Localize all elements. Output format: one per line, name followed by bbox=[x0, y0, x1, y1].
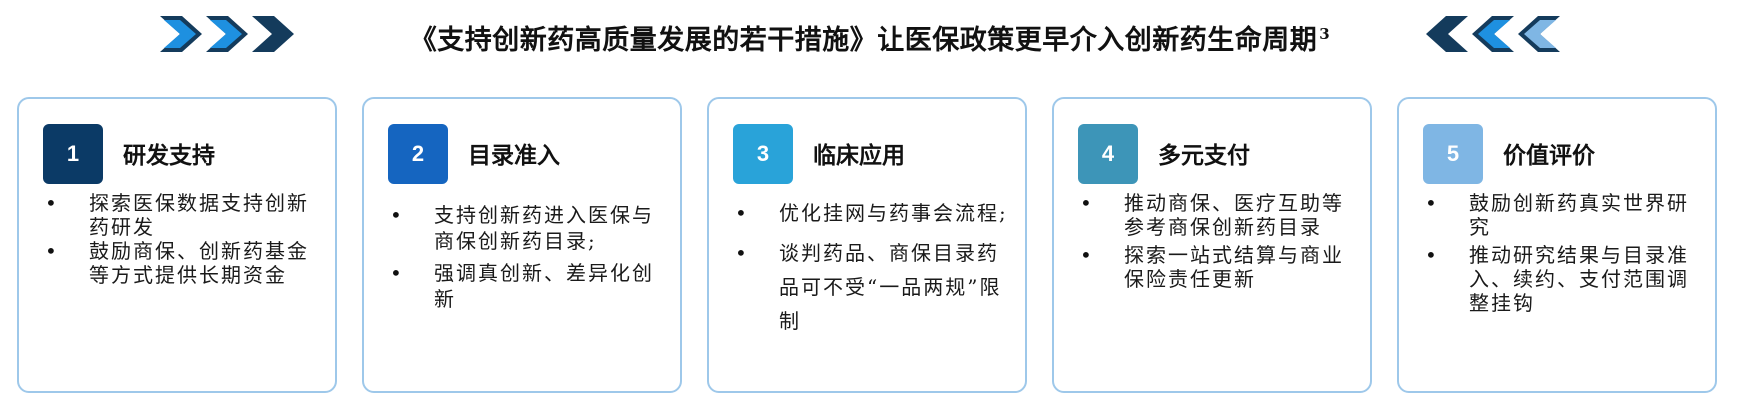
bullet-item: 推动商保、医疗互助等参考商保创新药目录 bbox=[1078, 191, 1354, 239]
step-title: 临床应用 bbox=[813, 142, 905, 169]
footnote-marker: 3 bbox=[1319, 25, 1331, 43]
bullet-item: 谈判药品、商保目录药品可不受“一品两规”限制 bbox=[733, 236, 1009, 338]
bullet-item: 鼓励商保、创新药基金等方式提供长期资金 bbox=[43, 239, 319, 287]
chevron-right-icon bbox=[164, 20, 196, 48]
chevron-right-icon bbox=[252, 16, 294, 52]
step-number-badge: 2 bbox=[388, 124, 448, 184]
chevron-left-icons bbox=[1426, 16, 1560, 52]
chevron-left-icon bbox=[1478, 20, 1510, 48]
step-number-badge: 5 bbox=[1423, 124, 1483, 184]
chevron-left-icon bbox=[1426, 16, 1468, 52]
step-card-catalog-access: 2 目录准入 支持创新药进入医保与商保创新药目录; 强调真创新、差异化创新 bbox=[362, 97, 682, 393]
bullet-item: 探索一站式结算与商业保险责任更新 bbox=[1078, 243, 1354, 291]
bullet-list: 支持创新药进入医保与商保创新药目录; 强调真创新、差异化创新 bbox=[388, 202, 664, 312]
bullet-item: 鼓励创新药真实世界研究 bbox=[1423, 191, 1699, 239]
step-title: 研发支持 bbox=[123, 142, 215, 169]
bullet-list: 鼓励创新药真实世界研究 推动研究结果与目录准入、续约、支付范围调整挂钩 bbox=[1423, 191, 1699, 315]
step-title: 多元支付 bbox=[1158, 142, 1250, 169]
bullet-list: 探索医保数据支持创新药研发 鼓励商保、创新药基金等方式提供长期资金 bbox=[43, 191, 319, 287]
step-title: 价值评价 bbox=[1503, 142, 1595, 169]
bullet-item: 支持创新药进入医保与商保创新药目录; bbox=[388, 202, 664, 254]
chevron-right-icon bbox=[210, 20, 242, 48]
bullet-item: 推动研究结果与目录准入、续约、支付范围调整挂钩 bbox=[1423, 243, 1699, 315]
bullet-item: 强调真创新、差异化创新 bbox=[388, 260, 664, 312]
step-number-badge: 1 bbox=[43, 124, 103, 184]
step-card-diverse-payment: 4 多元支付 推动商保、医疗互助等参考商保创新药目录 探索一站式结算与商业保险责… bbox=[1052, 97, 1372, 393]
bullet-item: 优化挂网与药事会流程; bbox=[733, 196, 1009, 230]
step-number-badge: 3 bbox=[733, 124, 793, 184]
step-card-value-assessment: 5 价值评价 鼓励创新药真实世界研究 推动研究结果与目录准入、续约、支付范围调整… bbox=[1397, 97, 1717, 393]
chevron-right-icons bbox=[160, 16, 294, 52]
step-number-badge: 4 bbox=[1078, 124, 1138, 184]
step-title: 目录准入 bbox=[468, 142, 560, 169]
bullet-list: 推动商保、医疗互助等参考商保创新药目录 探索一站式结算与商业保险责任更新 bbox=[1078, 191, 1354, 291]
step-card-clinical-use: 3 临床应用 优化挂网与药事会流程; 谈判药品、商保目录药品可不受“一品两规”限… bbox=[707, 97, 1027, 393]
chevron-left-icon bbox=[1524, 20, 1556, 48]
bullet-item: 探索医保数据支持创新药研发 bbox=[43, 191, 319, 239]
step-card-research: 1 研发支持 探索医保数据支持创新药研发 鼓励商保、创新药基金等方式提供长期资金 bbox=[17, 97, 337, 393]
bullet-list: 优化挂网与药事会流程; 谈判药品、商保目录药品可不受“一品两规”限制 bbox=[733, 196, 1009, 338]
